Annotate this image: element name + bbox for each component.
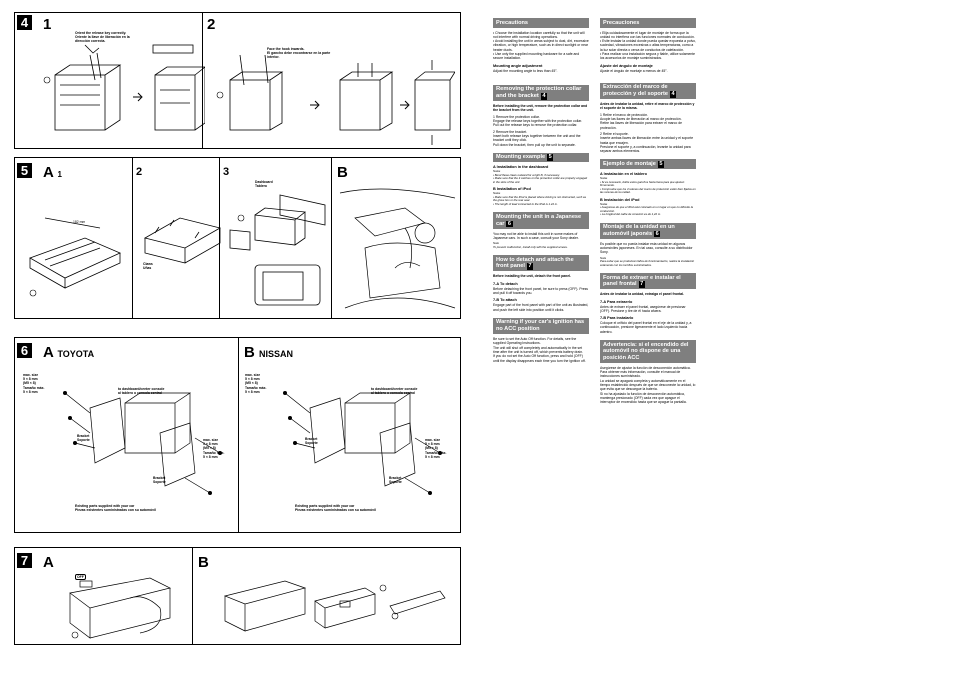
extraerlo-heading: 7-A Para extraerlo [600,299,633,304]
panel-5-divider-1 [132,158,133,318]
dimension-182mm: 182 mm [73,220,86,224]
existing-parts-caption-right: Existing parts supplied with your car Pi… [295,504,376,513]
angulo-heading: Ajuste del ángulo de montaje [600,63,653,68]
panel-frontal-heading: Forma de extraer e instalar el panel fro… [600,273,696,290]
detach-a-label: A [43,554,54,571]
step-badge-6: 6 [17,343,32,358]
unit-insertion-illustration [229,194,326,306]
english-text-column: Precautions • Choose the installation lo… [493,14,589,365]
panel-5-divider-2 [219,158,220,318]
release-key-caption: Orient the release key correctly. Orient… [75,31,130,44]
substep-2-label: 2 [207,16,216,33]
substep-1-label: 1 [43,16,52,33]
claws-illustration [143,217,222,264]
detach-a-body: Before detaching the front panel, be sur… [493,286,588,295]
precautions-heading: Precautions [493,18,589,28]
bracket-caption-left-lower: Bracket Soporte [153,476,166,485]
advertencia-acc-body: Asegúrese de ajustar la función de desco… [600,365,696,405]
collar-removal-illustration [43,44,205,131]
step-badge-5: 5 [17,163,32,178]
mount-b-text: B Installation of iPod [493,187,531,192]
bracket-removal-illustration [216,55,455,145]
montaje-b-notes: Notas • Asegúrese de que el iPod esté co… [600,201,693,217]
mount-b-notes: Notes • Make sure that the iPod is place… [493,191,587,206]
mount-b-label: B [337,164,348,181]
attach-b-label: B [198,554,209,571]
angulo-body: Ajuste el ángulo de montaje a menos de 4… [600,68,668,73]
detach-illustration [69,577,172,639]
step-badge-7: 7 [17,553,32,568]
panel-5-divider-3 [331,158,332,318]
mount-step-2-label: 2 [136,166,143,178]
spanish-text-column: Precauciones • Elija cuidadosamente el l… [600,14,696,407]
mount-a-notes: Notes • Bend these claws outward for a t… [493,169,588,184]
automovil-japones-note: Nota Para evitar que se produzcan fallos… [600,255,695,267]
off-button-caption: OFF [75,574,86,581]
max-size-caption-right: max. size 5 × 8 mm (M5 × 8) Tamaño máx. … [245,373,267,394]
remove-collar-heading: Removing the protection collar and the b… [493,84,589,102]
montaje-a-text: A Instalación en el tablero [600,172,647,177]
panel-4-divider [202,13,203,148]
hook-caption: Face the hook inwards. El gancho debe en… [267,47,331,60]
montaje-b-text: B Instalación del iPod [600,197,640,202]
montaje-a-notes: Notas • Si es necesario, doble estos gan… [600,176,696,195]
ipod-installation-illustration [339,188,456,309]
detach-a-heading: 7-A To detach [493,281,518,286]
claws-caption: Claws Uñas [143,262,153,271]
instalarlo-body: Coloque el orificio del panel frontal en… [600,321,692,334]
extraccion-intro: Antes de instalar la unidad, retire el m… [600,102,695,111]
mount-step-3-label: 3 [223,166,230,178]
panel-step-7: 7 A OFF B [14,547,461,645]
mount-a-label: A 1 [43,164,62,181]
attach-b-heading: 7-B To attach [493,298,517,303]
acc-warning-body: Be sure to set the Auto Off function. Fo… [493,337,586,363]
japanese-car-body: You may not be able to install this unit… [493,231,579,240]
extraerlo-body: Antes de extraer el panel frontal, asegú… [600,304,686,313]
angle-body: Adjust the mounting angle to less than 4… [493,68,558,73]
panel-step-6: 6 A TOYOTA max. size 5 × 8 mm (M5 × 8) T… [14,337,461,533]
remove-bracket-step2: 2 Remove the bracket. Insert both releas… [493,129,581,147]
dashboard-installation-illustration [29,217,121,297]
bracket-caption-right-lower: Bracket Soporte [389,476,402,485]
angle-heading: Mounting angle adjustment [493,63,543,68]
precauciones-body: • Elija cuidadosamente el lugar de monta… [600,30,697,61]
extraccion-step1: 1 Retire el marco de protección. Acople … [600,112,682,130]
attach-b-body: Engage part of the front panel with part… [493,303,589,312]
advertencia-acc-heading: Advertencia: si el encendido del automóv… [600,340,696,363]
nissan-mounting-illustration [283,391,442,495]
nissan-label: B NISSAN [244,344,294,361]
attach-illustration [223,580,446,632]
bracket-caption-right: Bracket Soporte [305,437,318,446]
acc-warning-heading: Warning if your car's ignition has no AC… [493,317,589,335]
remove-collar-intro: Before installing the unit, remove the p… [493,104,588,113]
panel-7-divider [192,548,193,644]
toyota-label: A TOYOTA [43,344,95,361]
max-size-caption-left: max. size 5 × 8 mm (M5 × 8) Tamaño máx. … [23,373,45,394]
bracket-caption-left: Bracket Soporte [77,434,90,443]
panel-step-4: 4 1 Orient the release key correctly. Or… [14,12,461,149]
extraccion-step2: 2 Retire el soporte. Inserte ambas llave… [600,131,694,154]
mount-a-text: A Installation in the dashboard [493,165,549,170]
detach-panel-heading: How to detach and attach the front panel… [493,255,589,272]
panel-6-divider [238,338,239,532]
toyota-mounting-illustration [63,391,222,495]
remove-collar-step1: 1 Remove the protection collar. Engage t… [493,114,582,128]
automovil-japones-body: Es posible que no pueda instalar esta un… [600,241,693,255]
extraccion-heading: Extracción del marco de protección y del… [600,82,696,100]
instalarlo-heading: 7-B Para instalarlo [600,316,634,321]
max-size-caption-nissan-lower: max. size 5 × 8 mm (M5 × 8) Tamaño máx. … [425,438,447,459]
step-badge-4: 4 [17,15,32,30]
dashboard-caption: Dashboard Tablero [255,180,273,189]
automovil-japones-heading: Montaje de la unidad en un automóvil jap… [600,222,696,239]
panel-step-5: 5 A 1 182 mm 2 Claws Uñas 3 Dashboard Ta… [14,157,461,319]
japanese-car-note: Note To prevent malfunction, install onl… [493,241,568,249]
detach-panel-intro: Before installing the unit, detach the f… [493,274,571,279]
precautions-body: • Choose the installation location caref… [493,30,589,61]
existing-parts-caption-left: Existing parts supplied with your car Pi… [75,504,156,513]
precauciones-heading: Precauciones [600,18,696,28]
panel-frontal-intro: Antes de instalar la unidad, extraiga el… [600,292,685,297]
